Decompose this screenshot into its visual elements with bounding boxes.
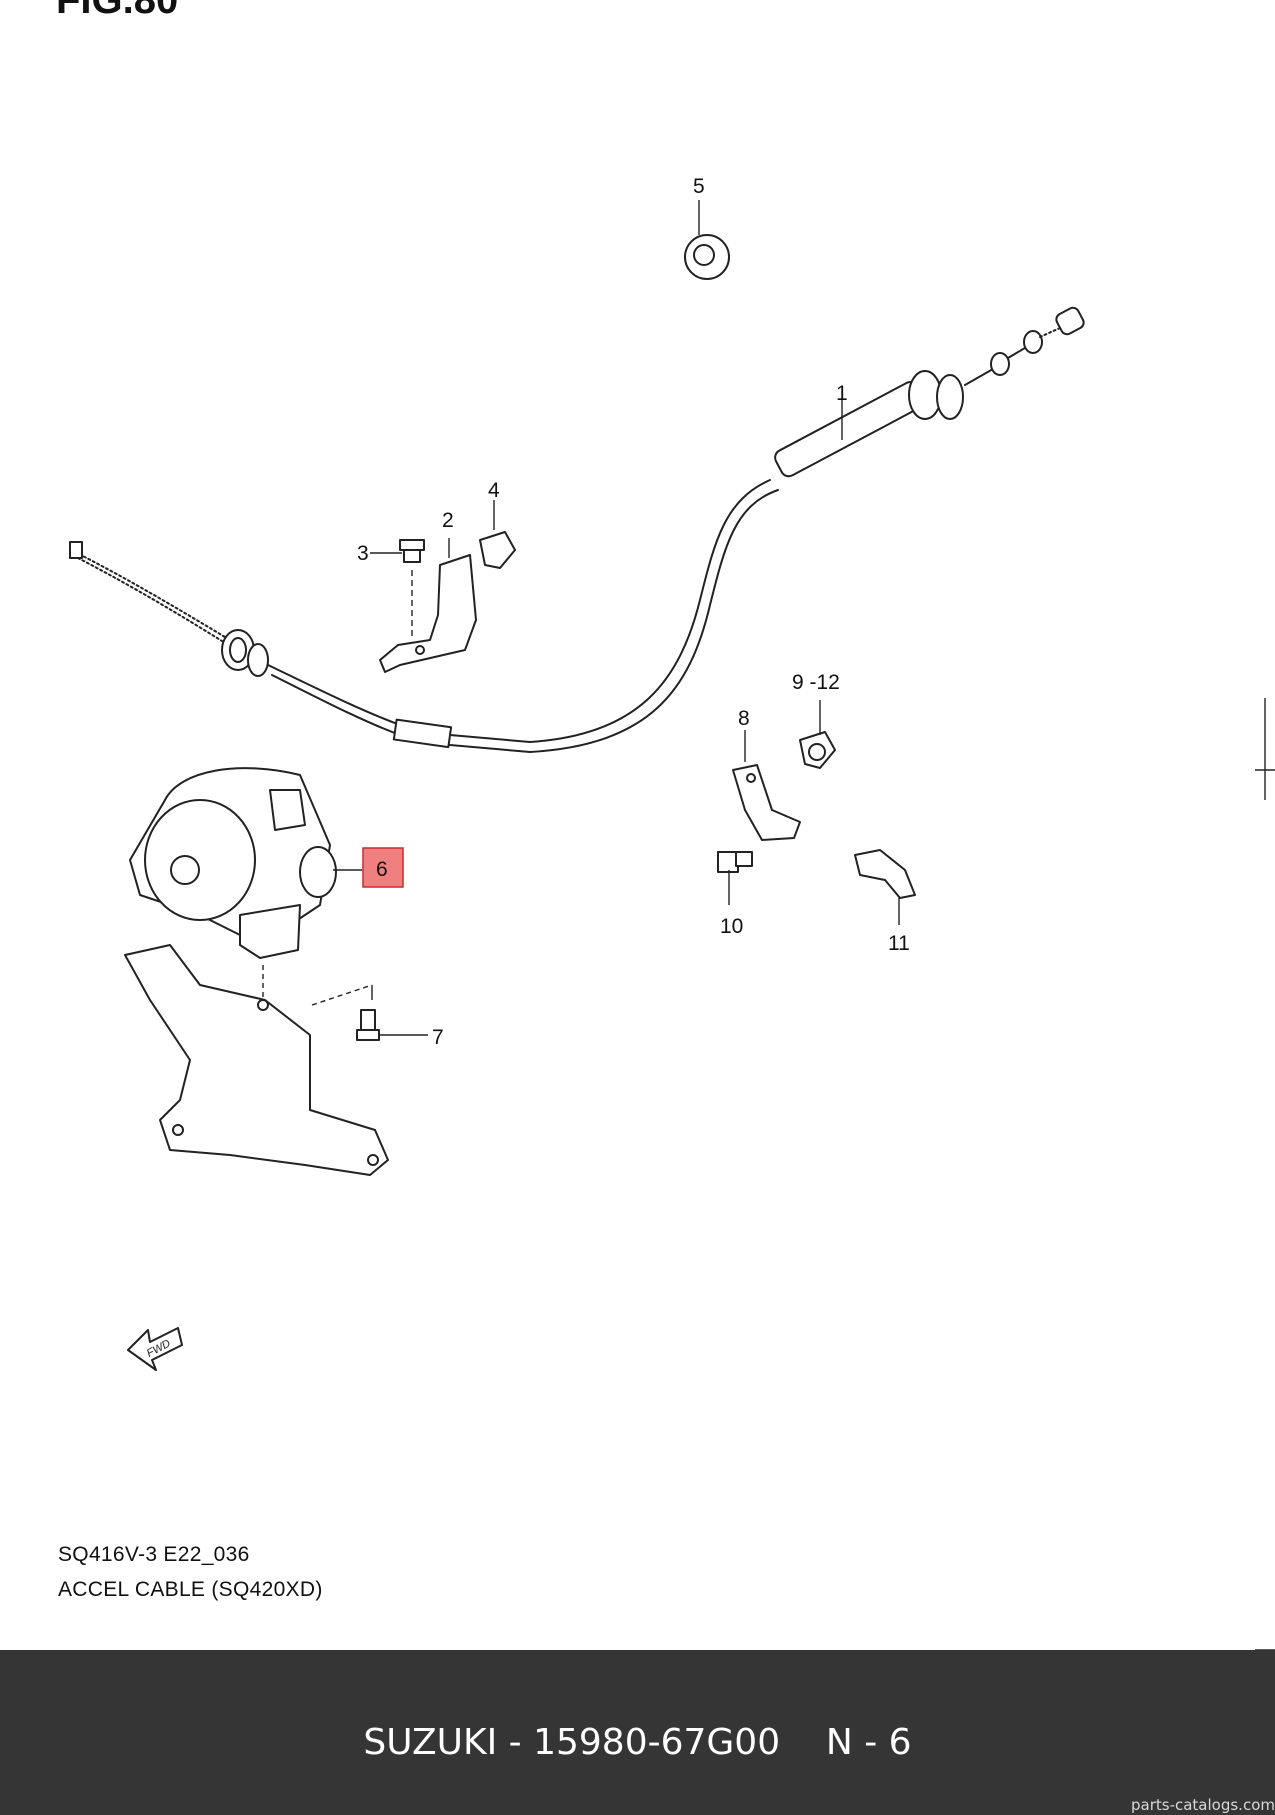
watermark: parts-catalogs.com bbox=[1131, 1796, 1275, 1814]
callout-10: 10 bbox=[720, 915, 743, 938]
footer-bar: SUZUKI - 15980-67G00 N - 6 parts-catalog… bbox=[0, 1650, 1275, 1815]
fwd-arrow-icon: FWD bbox=[127, 1327, 183, 1371]
bracket[interactable] bbox=[732, 730, 801, 841]
callout-7: 7 bbox=[432, 1026, 444, 1049]
callout-1: 1 bbox=[836, 382, 848, 405]
bolt[interactable] bbox=[311, 984, 380, 1041]
grommet[interactable] bbox=[684, 200, 730, 280]
callout-4: 4 bbox=[488, 479, 500, 502]
callout-11: 11 bbox=[888, 932, 910, 955]
callout-6: 6 bbox=[376, 858, 388, 881]
callout-5: 5 bbox=[693, 175, 705, 198]
highlighted-callout-box[interactable] bbox=[362, 847, 404, 888]
clamp[interactable] bbox=[854, 849, 916, 925]
parts-diagram: FIG.80 bbox=[56, 0, 1275, 1651]
pedal-bracket[interactable] bbox=[124, 944, 389, 1176]
diagram-code: SQ416V-3 E22_036 bbox=[58, 1543, 250, 1566]
accel-pedal-assembly[interactable] bbox=[129, 767, 337, 959]
callout-3: 3 bbox=[357, 542, 369, 565]
clip[interactable] bbox=[799, 731, 836, 769]
diagram-drawing: 1 2 3 4 5 6 7 8 9 -12 10 11 FWD bbox=[69, 175, 1275, 1651]
cable-clip[interactable] bbox=[479, 500, 516, 569]
callout-9-12: 9 -12 bbox=[792, 671, 840, 694]
figure-title: FIG.80 bbox=[56, 0, 179, 22]
diagram-name: ACCEL CABLE (SQ420XD) bbox=[58, 1578, 323, 1601]
accel-cable[interactable] bbox=[69, 306, 1086, 753]
callout-2: 2 bbox=[442, 509, 454, 532]
cable-bracket[interactable] bbox=[379, 554, 477, 673]
callout-8: 8 bbox=[738, 707, 750, 730]
bolt[interactable] bbox=[399, 539, 425, 563]
bolt[interactable] bbox=[717, 851, 753, 873]
part-number-title: SUZUKI - 15980-67G00 N - 6 bbox=[363, 1722, 912, 1763]
